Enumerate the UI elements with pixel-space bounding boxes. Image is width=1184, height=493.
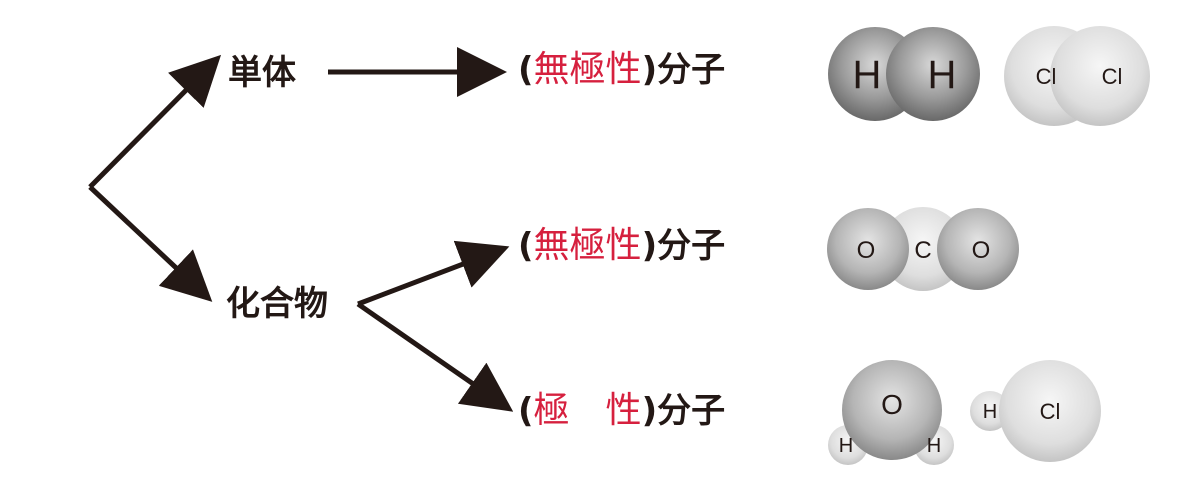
hcl-label-h: H [983,401,997,423]
co2-atom-o-left [827,208,909,290]
hcl-label-cl: Cl [1040,399,1061,424]
co2-molecule: O C O [827,207,1019,291]
h2o-molecule: O H H [828,360,954,465]
row3-close-paren: ) [641,391,658,431]
row2-close-paren: ) [641,226,658,266]
h2o-label-h-right: H [927,435,941,457]
h2-label-left: H [853,53,882,97]
branch-arrows [88,47,514,412]
h2-atom-right [886,27,980,121]
hcl-atom-cl [999,360,1101,462]
row-element-nonpolar: (無極性)分子 [518,52,725,88]
row2-suffix: 分子 [657,226,726,266]
row3-suffix: 分子 [657,391,726,431]
arrow-to-element [88,54,222,189]
row1-suffix: 分子 [657,50,726,90]
row1-open-paren: ( [518,50,534,90]
arrow-to-compound [88,185,213,302]
h2-molecule: H H [828,27,980,121]
row1-close-paren: ) [641,50,658,90]
cl2-label-right: Cl [1102,64,1123,89]
cl2-molecule: Cl Cl [1004,26,1150,126]
h2-label-right: H [928,53,957,97]
row2-open-paren: ( [518,226,534,266]
arrow-compound-to-row2 [357,240,510,307]
element-label: 単体 [228,53,296,93]
row1-answer: 無極性 [533,49,642,90]
row3-open-paren: ( [518,391,534,431]
arrow-compound-to-row3 [356,301,514,412]
cl2-label-left: Cl [1036,64,1057,89]
co2-atom-o-right [937,208,1019,290]
row3-answer: 極 性 [533,390,642,431]
compound-label: 化合物 [226,284,328,324]
row-compound-nonpolar: (無極性)分子 [518,228,725,264]
cl2-atom-right [1050,26,1150,126]
row2-answer: 無極性 [533,225,642,266]
co2-label-o-right: O [972,237,991,264]
row-compound-polar: (極 性)分子 [518,393,725,429]
h2o-label-o: O [881,389,903,420]
h2o-atom-o [842,360,942,460]
hcl-molecule: H Cl [970,360,1101,462]
co2-label-o-left: O [857,237,876,264]
h2o-label-h-left: H [839,435,853,457]
co2-label-c: C [914,237,931,264]
